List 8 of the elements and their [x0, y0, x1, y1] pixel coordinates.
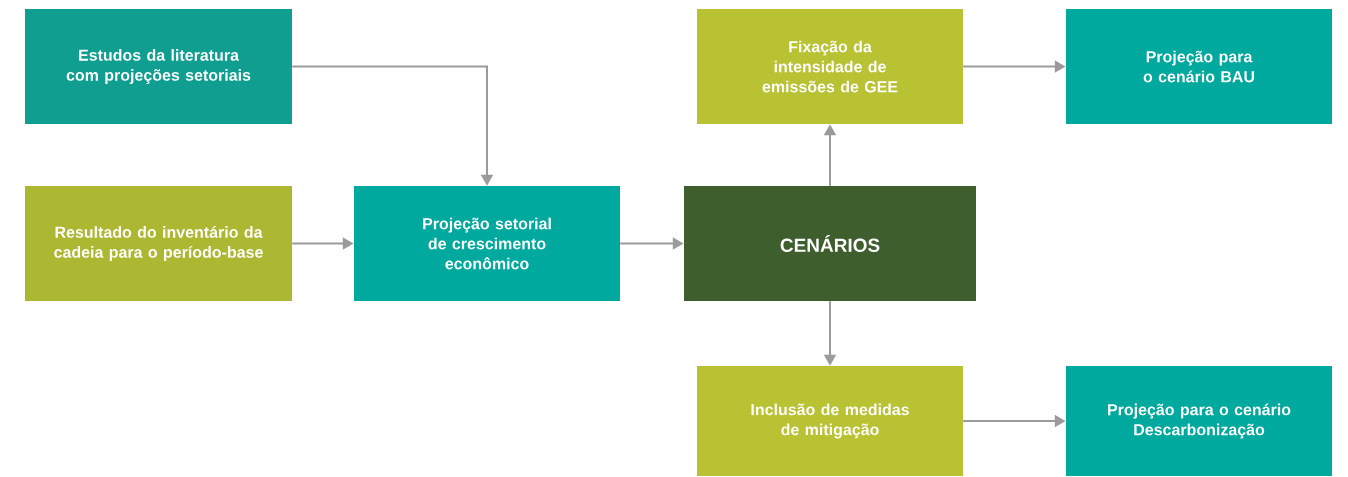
process-box: Projeção setorial de crescimento econômico	[354, 186, 620, 301]
process-box: Projeção para o cenário BAU	[1066, 9, 1332, 124]
process-box: CENÁRIOS	[684, 186, 976, 301]
process-box: Projeção para o cenário Descarbonização	[1066, 366, 1332, 476]
process-box: Resultado do inventário da cadeia para o período-base	[25, 186, 292, 301]
process-box: Fixação da intensidade de emissões de GEE	[697, 9, 963, 124]
process-box: Inclusão de medidas de mitigação	[697, 366, 963, 476]
process-box: Estudos da literatura com projeções setoriais	[25, 9, 292, 124]
